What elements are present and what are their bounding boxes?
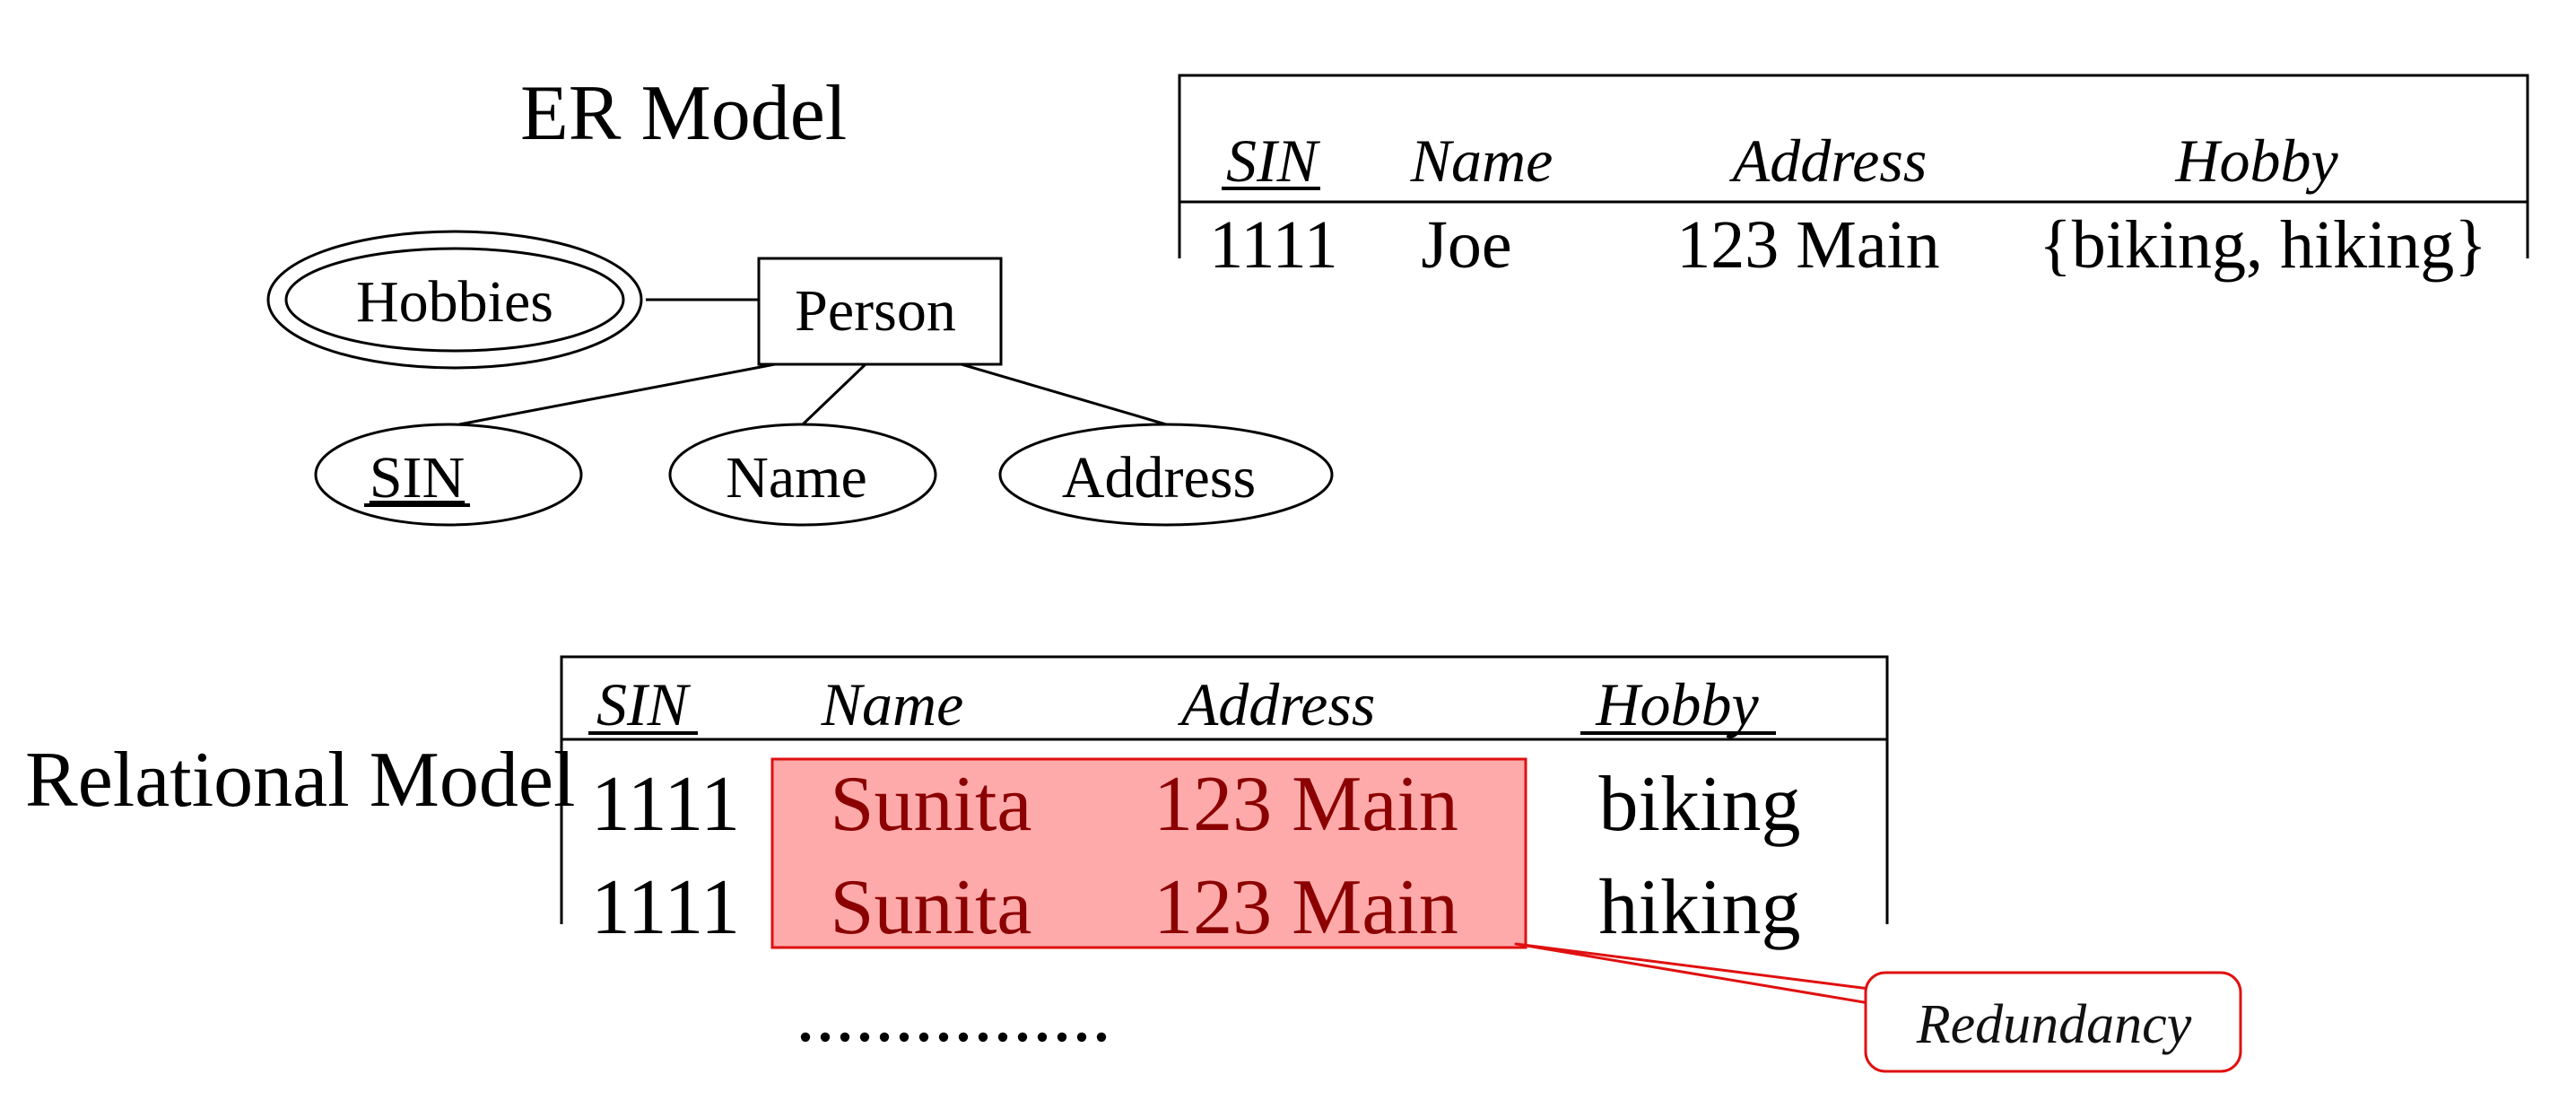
er-table-header-address: Address [1729,127,1928,195]
relational-model-title: Relational Model [25,737,575,824]
hobbies-label: Hobbies [356,269,553,335]
rel-table-header-hobby: Hobby [1595,670,1759,738]
er-table-cell-address: 123 Main [1676,207,1939,283]
name-attribute: Name [668,423,937,527]
rel-table-header-name: Name [821,670,964,738]
person-entity: Person [757,257,1003,366]
er-table-header-sin: SIN [1226,127,1321,195]
er-table-cell-name: Joe [1421,207,1511,283]
rel-row2-hobby: hiking [1599,864,1801,951]
er-table-cell-sin: 1111 [1209,207,1338,283]
redundancy-highlight [770,757,1527,949]
rel-table-header-address: Address [1178,670,1376,738]
hobbies-attribute: Hobbies [266,230,643,370]
rel-row2-sin: 1111 [591,864,740,951]
rel-row1-hobby: biking [1599,761,1801,848]
rel-row1-address: 123 Main [1153,761,1458,848]
redundancy-callout: Redundancy [1514,942,2242,1073]
relational-table: SIN Name Address Hobby 1111 Sunita 123 M… [560,655,1889,1059]
redundancy-label: Redundancy [1916,994,2192,1055]
rel-row1-name: Sunita [831,761,1032,848]
er-table-cell-hobby: {biking, hiking} [2039,207,2486,283]
rel-row1-sin: 1111 [591,761,740,848]
rel-table-header-sin: SIN [596,670,692,738]
er-table: SIN Name Address Hobby 1111 Joe 123 Main… [1178,74,2529,283]
sin-attribute: SIN [314,423,583,527]
name-label: Name [726,445,867,511]
sin-label: SIN [370,445,465,511]
address-attribute: Address [998,423,1334,527]
er-table-header-name: Name [1410,127,1553,195]
rel-row2-name: Sunita [831,864,1032,951]
rel-table-continuation: ................ [796,972,1111,1059]
address-label: Address [1062,445,1256,511]
er-table-header-hobby: Hobby [2174,127,2338,195]
person-label: Person [795,278,956,344]
rel-row2-address: 123 Main [1153,864,1458,951]
er-model-title: ER Model [520,70,847,157]
